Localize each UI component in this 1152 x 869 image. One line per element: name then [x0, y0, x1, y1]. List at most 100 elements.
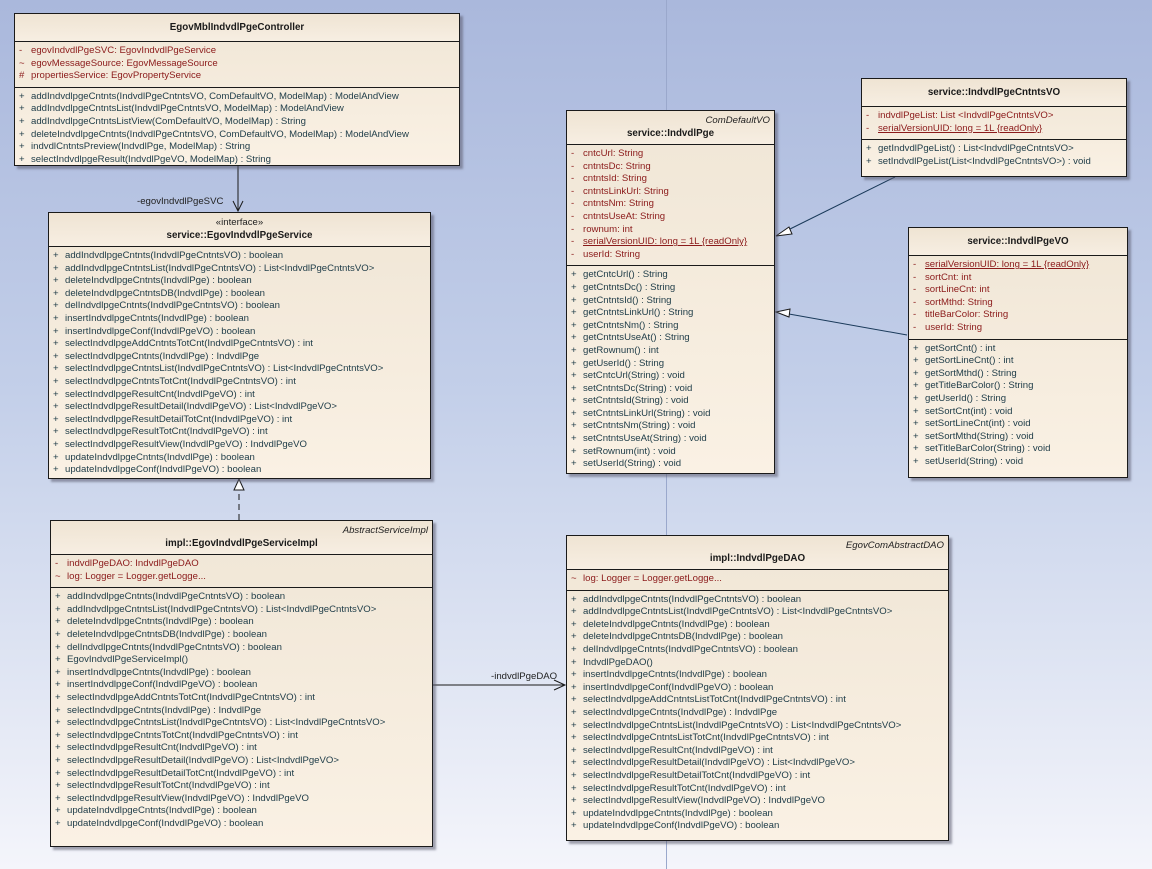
attribute-row[interactable]: -userId: String: [567, 249, 774, 262]
operation-row[interactable]: +addIndvdlpgeCntntsList(IndvdlPgeCntntsV…: [49, 263, 430, 276]
class-service-impl[interactable]: AbstractServiceImpl impl::EgovIndvdlPgeS…: [50, 520, 433, 847]
operation-row[interactable]: +selectIndvdlpgeResultDetailTotCnt(Indvd…: [49, 414, 430, 427]
operation-row[interactable]: +setTitleBarColor(String) : void: [909, 443, 1127, 456]
operation-row[interactable]: +deleteIndvdlpgeCntntsDB(IndvdlPge) : bo…: [567, 631, 948, 644]
operation-row[interactable]: +setCntntsDc(String) : void: [567, 383, 774, 396]
operation-row[interactable]: +delIndvdlpgeCntnts(IndvdlPgeCntntsVO) :…: [567, 644, 948, 657]
operation-row[interactable]: +setCntcUrl(String) : void: [567, 370, 774, 383]
operation-row[interactable]: +insertIndvdlpgeConf(IndvdlPgeVO) : bool…: [567, 682, 948, 695]
operation-row[interactable]: +selectIndvdlpgeResultDetail(IndvdlPgeVO…: [49, 401, 430, 414]
connector-impl-to-dao[interactable]: [433, 679, 567, 691]
operation-row[interactable]: +selectIndvdlpgeAddCntntsTotCnt(IndvdlPg…: [51, 692, 432, 705]
attribute-row[interactable]: ~log: Logger = Logger.getLogge...: [567, 573, 948, 586]
operation-row[interactable]: +setUserId(String) : void: [567, 458, 774, 471]
class-indvdl-pge-cntnts-vo[interactable]: service::IndvdlPgeCntntsVO -indvdlPgeLis…: [861, 78, 1127, 177]
operation-row[interactable]: +addIndvdlpgeCntntsList(IndvdlPgeCntntsV…: [567, 606, 948, 619]
attribute-row[interactable]: -egovIndvdlPgeSVC: EgovIndvdlPgeService: [15, 45, 459, 58]
operation-row[interactable]: +setCntntsUseAt(String) : void: [567, 433, 774, 446]
operation-row[interactable]: +setUserId(String) : void: [909, 456, 1127, 469]
attribute-row[interactable]: -cntntsUseAt: String: [567, 211, 774, 224]
operation-row[interactable]: +addIndvdlpgeCntnts(IndvdlPgeCntntsVO, C…: [15, 91, 459, 104]
operation-row[interactable]: +selectIndvdlpgeResultView(IndvdlPgeVO) …: [51, 793, 432, 806]
operation-row[interactable]: +getIndvdlPgeList() : List<IndvdlPgeCntn…: [862, 143, 1126, 156]
operation-row[interactable]: +selectIndvdlpgeResult(IndvdlPgeVO, Mode…: [15, 154, 459, 167]
operation-row[interactable]: +selectIndvdlpgeCntntsList(IndvdlPgeCntn…: [567, 720, 948, 733]
operation-row[interactable]: +selectIndvdlpgeCntnts(IndvdlPge) : Indv…: [49, 351, 430, 364]
operation-row[interactable]: +selectIndvdlpgeResultDetailTotCnt(Indvd…: [51, 768, 432, 781]
attribute-row[interactable]: -titleBarColor: String: [909, 309, 1127, 322]
operation-row[interactable]: +selectIndvdlpgeResultView(IndvdlPgeVO) …: [567, 795, 948, 808]
operation-row[interactable]: +selectIndvdlpgeCntntsList(IndvdlPgeCntn…: [49, 363, 430, 376]
operation-row[interactable]: +getCntntsLinkUrl() : String: [567, 307, 774, 320]
operation-row[interactable]: +addIndvdlpgeCntnts(IndvdlPgeCntntsVO) :…: [51, 591, 432, 604]
operation-row[interactable]: +selectIndvdlpgeResultDetailTotCnt(Indvd…: [567, 770, 948, 783]
operation-row[interactable]: +updateIndvdlpgeConf(IndvdlPgeVO) : bool…: [51, 818, 432, 831]
operation-row[interactable]: +addIndvdlpgeCntntsListView(ComDefaultVO…: [15, 116, 459, 129]
operation-row[interactable]: +getRownum() : int: [567, 345, 774, 358]
class-indvdl-pge-vo[interactable]: service::IndvdlPgeVO -serialVersionUID: …: [908, 227, 1128, 478]
operation-row[interactable]: +deleteIndvdlpgeCntntsDB(IndvdlPge) : bo…: [49, 288, 430, 301]
attribute-row[interactable]: -cntcUrl: String: [567, 148, 774, 161]
operation-row[interactable]: +getSortLineCnt() : int: [909, 355, 1127, 368]
operation-row[interactable]: +selectIndvdlpgeResultView(IndvdlPgeVO) …: [49, 439, 430, 452]
operation-row[interactable]: +insertIndvdlpgeCntnts(IndvdlPge) : bool…: [51, 667, 432, 680]
operation-row[interactable]: +selectIndvdlpgeResultTotCnt(IndvdlPgeVO…: [567, 783, 948, 796]
attribute-row[interactable]: -serialVersionUID: long = 1L {readOnly}: [909, 259, 1127, 272]
operation-row[interactable]: +setCntntsId(String) : void: [567, 395, 774, 408]
attribute-row[interactable]: -sortLineCnt: int: [909, 284, 1127, 297]
operation-row[interactable]: +selectIndvdlpgeResultTotCnt(IndvdlPgeVO…: [51, 780, 432, 793]
attribute-row[interactable]: -cntntsId: String: [567, 173, 774, 186]
class-service-interface[interactable]: «interface» service::EgovIndvdlPgeServic…: [48, 212, 431, 479]
operation-row[interactable]: +selectIndvdlpgeAddCntntsListTotCnt(Indv…: [567, 694, 948, 707]
operation-row[interactable]: +updateIndvdlpgeConf(IndvdlPgeVO) : bool…: [567, 820, 948, 833]
operation-row[interactable]: +deleteIndvdlpgeCntnts(IndvdlPge) : bool…: [49, 275, 430, 288]
operation-row[interactable]: +setRownum(int) : void: [567, 446, 774, 459]
operation-row[interactable]: +updateIndvdlpgeCntnts(IndvdlPge) : bool…: [567, 808, 948, 821]
attribute-row[interactable]: -indvdlPgeList: List <IndvdlPgeCntntsVO>: [862, 110, 1126, 123]
operation-row[interactable]: +addIndvdlpgeCntnts(IndvdlPgeCntntsVO) :…: [49, 250, 430, 263]
operation-row[interactable]: +getTitleBarColor() : String: [909, 380, 1127, 393]
operation-row[interactable]: +getSortCnt() : int: [909, 343, 1127, 356]
operation-row[interactable]: +selectIndvdlpgeResultCnt(IndvdlPgeVO) :…: [51, 742, 432, 755]
operation-row[interactable]: +selectIndvdlpgeResultDetail(IndvdlPgeVO…: [567, 757, 948, 770]
attribute-row[interactable]: -userId: String: [909, 322, 1127, 335]
operation-row[interactable]: +getSortMthd() : String: [909, 368, 1127, 381]
connector-pge-vo-to-indvdl-pge[interactable]: [774, 308, 908, 336]
attribute-row[interactable]: -sortCnt: int: [909, 272, 1127, 285]
operation-row[interactable]: +setSortMthd(String) : void: [909, 431, 1127, 444]
operation-row[interactable]: +addIndvdlpgeCntntsList(IndvdlPgeCntntsV…: [51, 604, 432, 617]
operation-row[interactable]: +selectIndvdlpgeCntnts(IndvdlPge) : Indv…: [51, 705, 432, 718]
connector-controller-to-service[interactable]: [232, 166, 244, 213]
operation-row[interactable]: +getCntcUrl() : String: [567, 269, 774, 282]
operation-row[interactable]: +getUserId() : String: [909, 393, 1127, 406]
attribute-row[interactable]: -sortMthd: String: [909, 297, 1127, 310]
class-indvdl-pge-dao[interactable]: EgovComAbstractDAO impl::IndvdlPgeDAO ~l…: [566, 535, 949, 841]
operation-row[interactable]: +insertIndvdlpgeCntnts(IndvdlPge) : bool…: [567, 669, 948, 682]
operation-row[interactable]: +addIndvdlpgeCntnts(IndvdlPgeCntntsVO) :…: [567, 594, 948, 607]
connector-impl-to-service[interactable]: [233, 477, 245, 520]
operation-row[interactable]: +getUserId() : String: [567, 358, 774, 371]
operation-row[interactable]: +selectIndvdlpgeCntntsTotCnt(IndvdlPgeCn…: [51, 730, 432, 743]
operation-row[interactable]: +deleteIndvdlpgeCntntsDB(IndvdlPge) : bo…: [51, 629, 432, 642]
operation-row[interactable]: +updateIndvdlpgeCntnts(IndvdlPge) : bool…: [51, 805, 432, 818]
operation-row[interactable]: +selectIndvdlpgeResultTotCnt(IndvdlPgeVO…: [49, 426, 430, 439]
operation-row[interactable]: +selectIndvdlpgeCntntsTotCnt(IndvdlPgeCn…: [49, 376, 430, 389]
operation-row[interactable]: +updateIndvdlpgeConf(IndvdlPgeVO) : bool…: [49, 464, 430, 477]
attribute-row[interactable]: -serialVersionUID: long = 1L {readOnly}: [862, 123, 1126, 136]
operation-row[interactable]: +selectIndvdlpgeAddCntntsTotCnt(IndvdlPg…: [49, 338, 430, 351]
operation-row[interactable]: +selectIndvdlpgeCntntsList(IndvdlPgeCntn…: [51, 717, 432, 730]
attribute-row[interactable]: -indvdlPgeDAO: IndvdlPgeDAO: [51, 558, 432, 571]
operation-row[interactable]: +insertIndvdlpgeConf(IndvdlPgeVO) : bool…: [49, 326, 430, 339]
operation-row[interactable]: +deleteIndvdlpgeCntnts(IndvdlPgeCntntsVO…: [15, 129, 459, 142]
operation-row[interactable]: +setIndvdlPgeList(List<IndvdlPgeCntntsVO…: [862, 156, 1126, 169]
operation-row[interactable]: +selectIndvdlpgeCntnts(IndvdlPge) : Indv…: [567, 707, 948, 720]
operation-row[interactable]: +selectIndvdlpgeResultCnt(IndvdlPgeVO) :…: [567, 745, 948, 758]
operation-row[interactable]: +setCntntsLinkUrl(String) : void: [567, 408, 774, 421]
operation-row[interactable]: +setCntntsNm(String) : void: [567, 420, 774, 433]
operation-row[interactable]: +deleteIndvdlpgeCntnts(IndvdlPge) : bool…: [567, 619, 948, 632]
operation-row[interactable]: +selectIndvdlpgeResultCnt(IndvdlPgeVO) :…: [49, 389, 430, 402]
class-indvdl-pge[interactable]: ComDefaultVO service::IndvdlPge -cntcUrl…: [566, 110, 775, 474]
operation-row[interactable]: +addIndvdlpgeCntntsList(IndvdlPgeCntntsV…: [15, 103, 459, 116]
operation-row[interactable]: +deleteIndvdlpgeCntnts(IndvdlPge) : bool…: [51, 616, 432, 629]
operation-row[interactable]: +selectIndvdlpgeResultDetail(IndvdlPgeVO…: [51, 755, 432, 768]
